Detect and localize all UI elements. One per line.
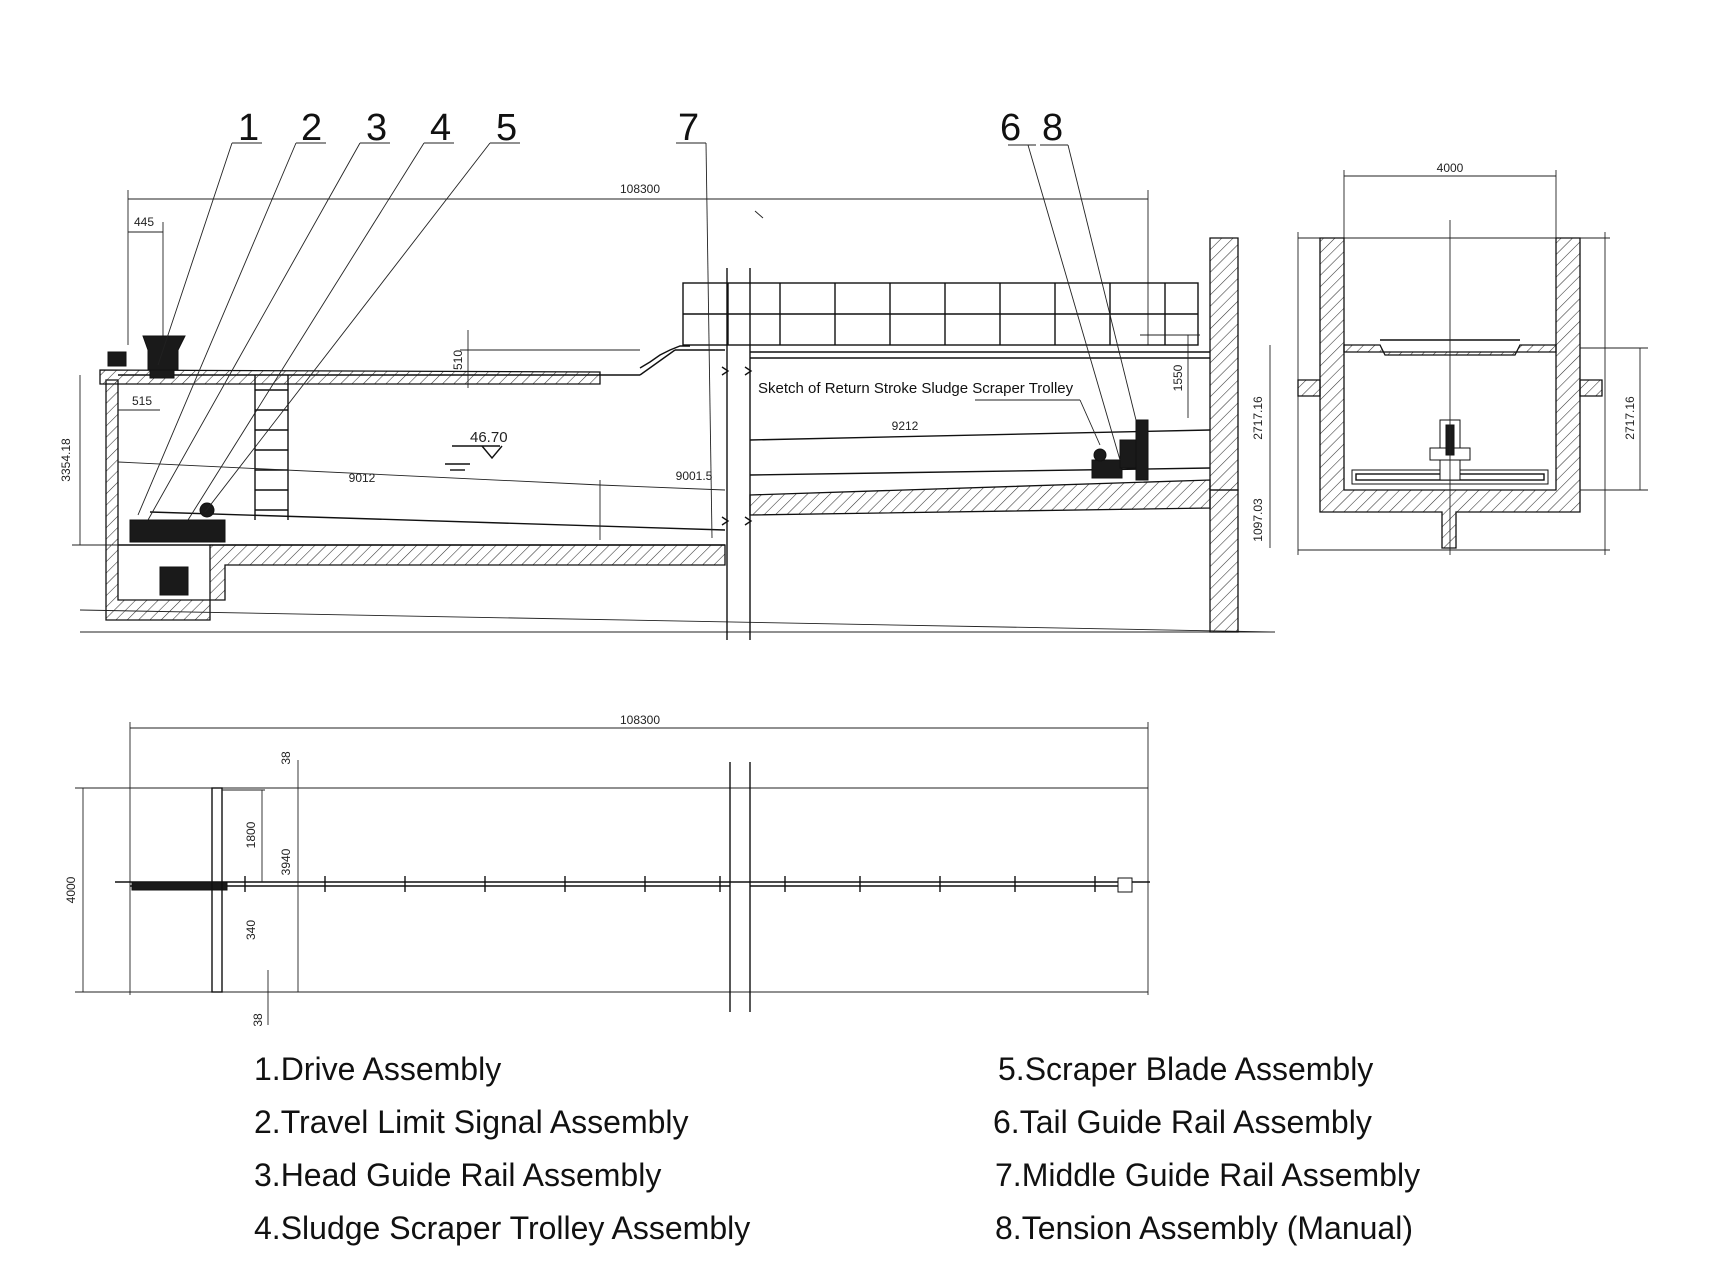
elev-2717-right-dim: 2717.16 (1251, 396, 1265, 440)
legend-item-1: 1.Drive Assembly (254, 1051, 502, 1087)
callout-4: 4 (430, 107, 451, 149)
elev-9012-b-dim: 9212 (892, 419, 919, 433)
legend-item-3: 3.Head Guide Rail Assembly (254, 1157, 662, 1193)
plan-38-bottom-dim: 38 (251, 1013, 265, 1027)
legend-item-6: 6.Tail Guide Rail Assembly (993, 1104, 1372, 1140)
scraper-trolley-drawing (129, 502, 226, 596)
plan-1800-dim: 1800 (244, 821, 258, 848)
legend-item-5: 5.Scraper Blade Assembly (998, 1051, 1374, 1087)
callout-leaders (137, 142, 1137, 539)
legend-item-7: 7.Middle Guide Rail Assembly (995, 1157, 1421, 1193)
callout-1: 1 (238, 107, 259, 149)
elevation-view: 108300 445 (59, 182, 1276, 640)
drive-assembly-drawing (107, 335, 186, 379)
return-stroke-annotation: Sketch of Return Stroke Sludge Scraper T… (758, 380, 1074, 397)
access-ladder (254, 375, 289, 520)
walkway-grid (682, 282, 1199, 346)
elev-total-length-dim: 108300 (620, 182, 660, 196)
rail-supports (244, 876, 1096, 892)
water-level-mark: 46.70 (445, 429, 508, 471)
plan-width-dim: 4000 (64, 876, 78, 903)
callout-7: 7 (678, 107, 699, 149)
plan-340-dim: 340 (244, 920, 258, 940)
cross-section-view: 4000 2717.16 (1297, 161, 1648, 555)
section-width-dim: 4000 (1437, 161, 1464, 175)
callout-6: 6 (1000, 107, 1021, 149)
elev-1097-dim: 1097.03 (1251, 498, 1265, 542)
callout-3: 3 (366, 107, 387, 149)
elev-510-dim: 510 (451, 350, 465, 370)
plan-view: 108300 4000 38 1800 3940 340 38 (64, 713, 1150, 1027)
callout-2: 2 (301, 107, 322, 149)
legend-item-4: 4.Sludge Scraper Trolley Assembly (254, 1210, 751, 1246)
elev-depth-left-dim: 3354.18 (59, 438, 73, 482)
plan-3940-dim: 3940 (279, 848, 293, 875)
callout-5: 5 (496, 107, 517, 149)
callout-numbers: 1 2 3 4 5 7 6 8 (238, 107, 1063, 149)
plan-38-top-dim: 38 (279, 751, 293, 765)
plan-length-dim: 108300 (620, 713, 660, 727)
elev-9001-dim: 9001.5 (676, 469, 713, 483)
elev-step-dim: 515 (132, 394, 152, 408)
tail-equipment-drawing (1091, 419, 1149, 481)
elev-left-offset-dim: 445 (134, 215, 154, 229)
elev-9012-a-dim: 9012 (349, 471, 376, 485)
legend-item-8: 8.Tension Assembly (Manual) (995, 1210, 1413, 1246)
callout-8: 8 (1042, 107, 1063, 149)
water-level-label: 46.70 (470, 429, 508, 446)
elev-1550-dim: 1550 (1171, 364, 1185, 391)
section-2717-dim: 2717.16 (1623, 396, 1637, 440)
legend-item-2: 2.Travel Limit Signal Assembly (254, 1104, 689, 1140)
